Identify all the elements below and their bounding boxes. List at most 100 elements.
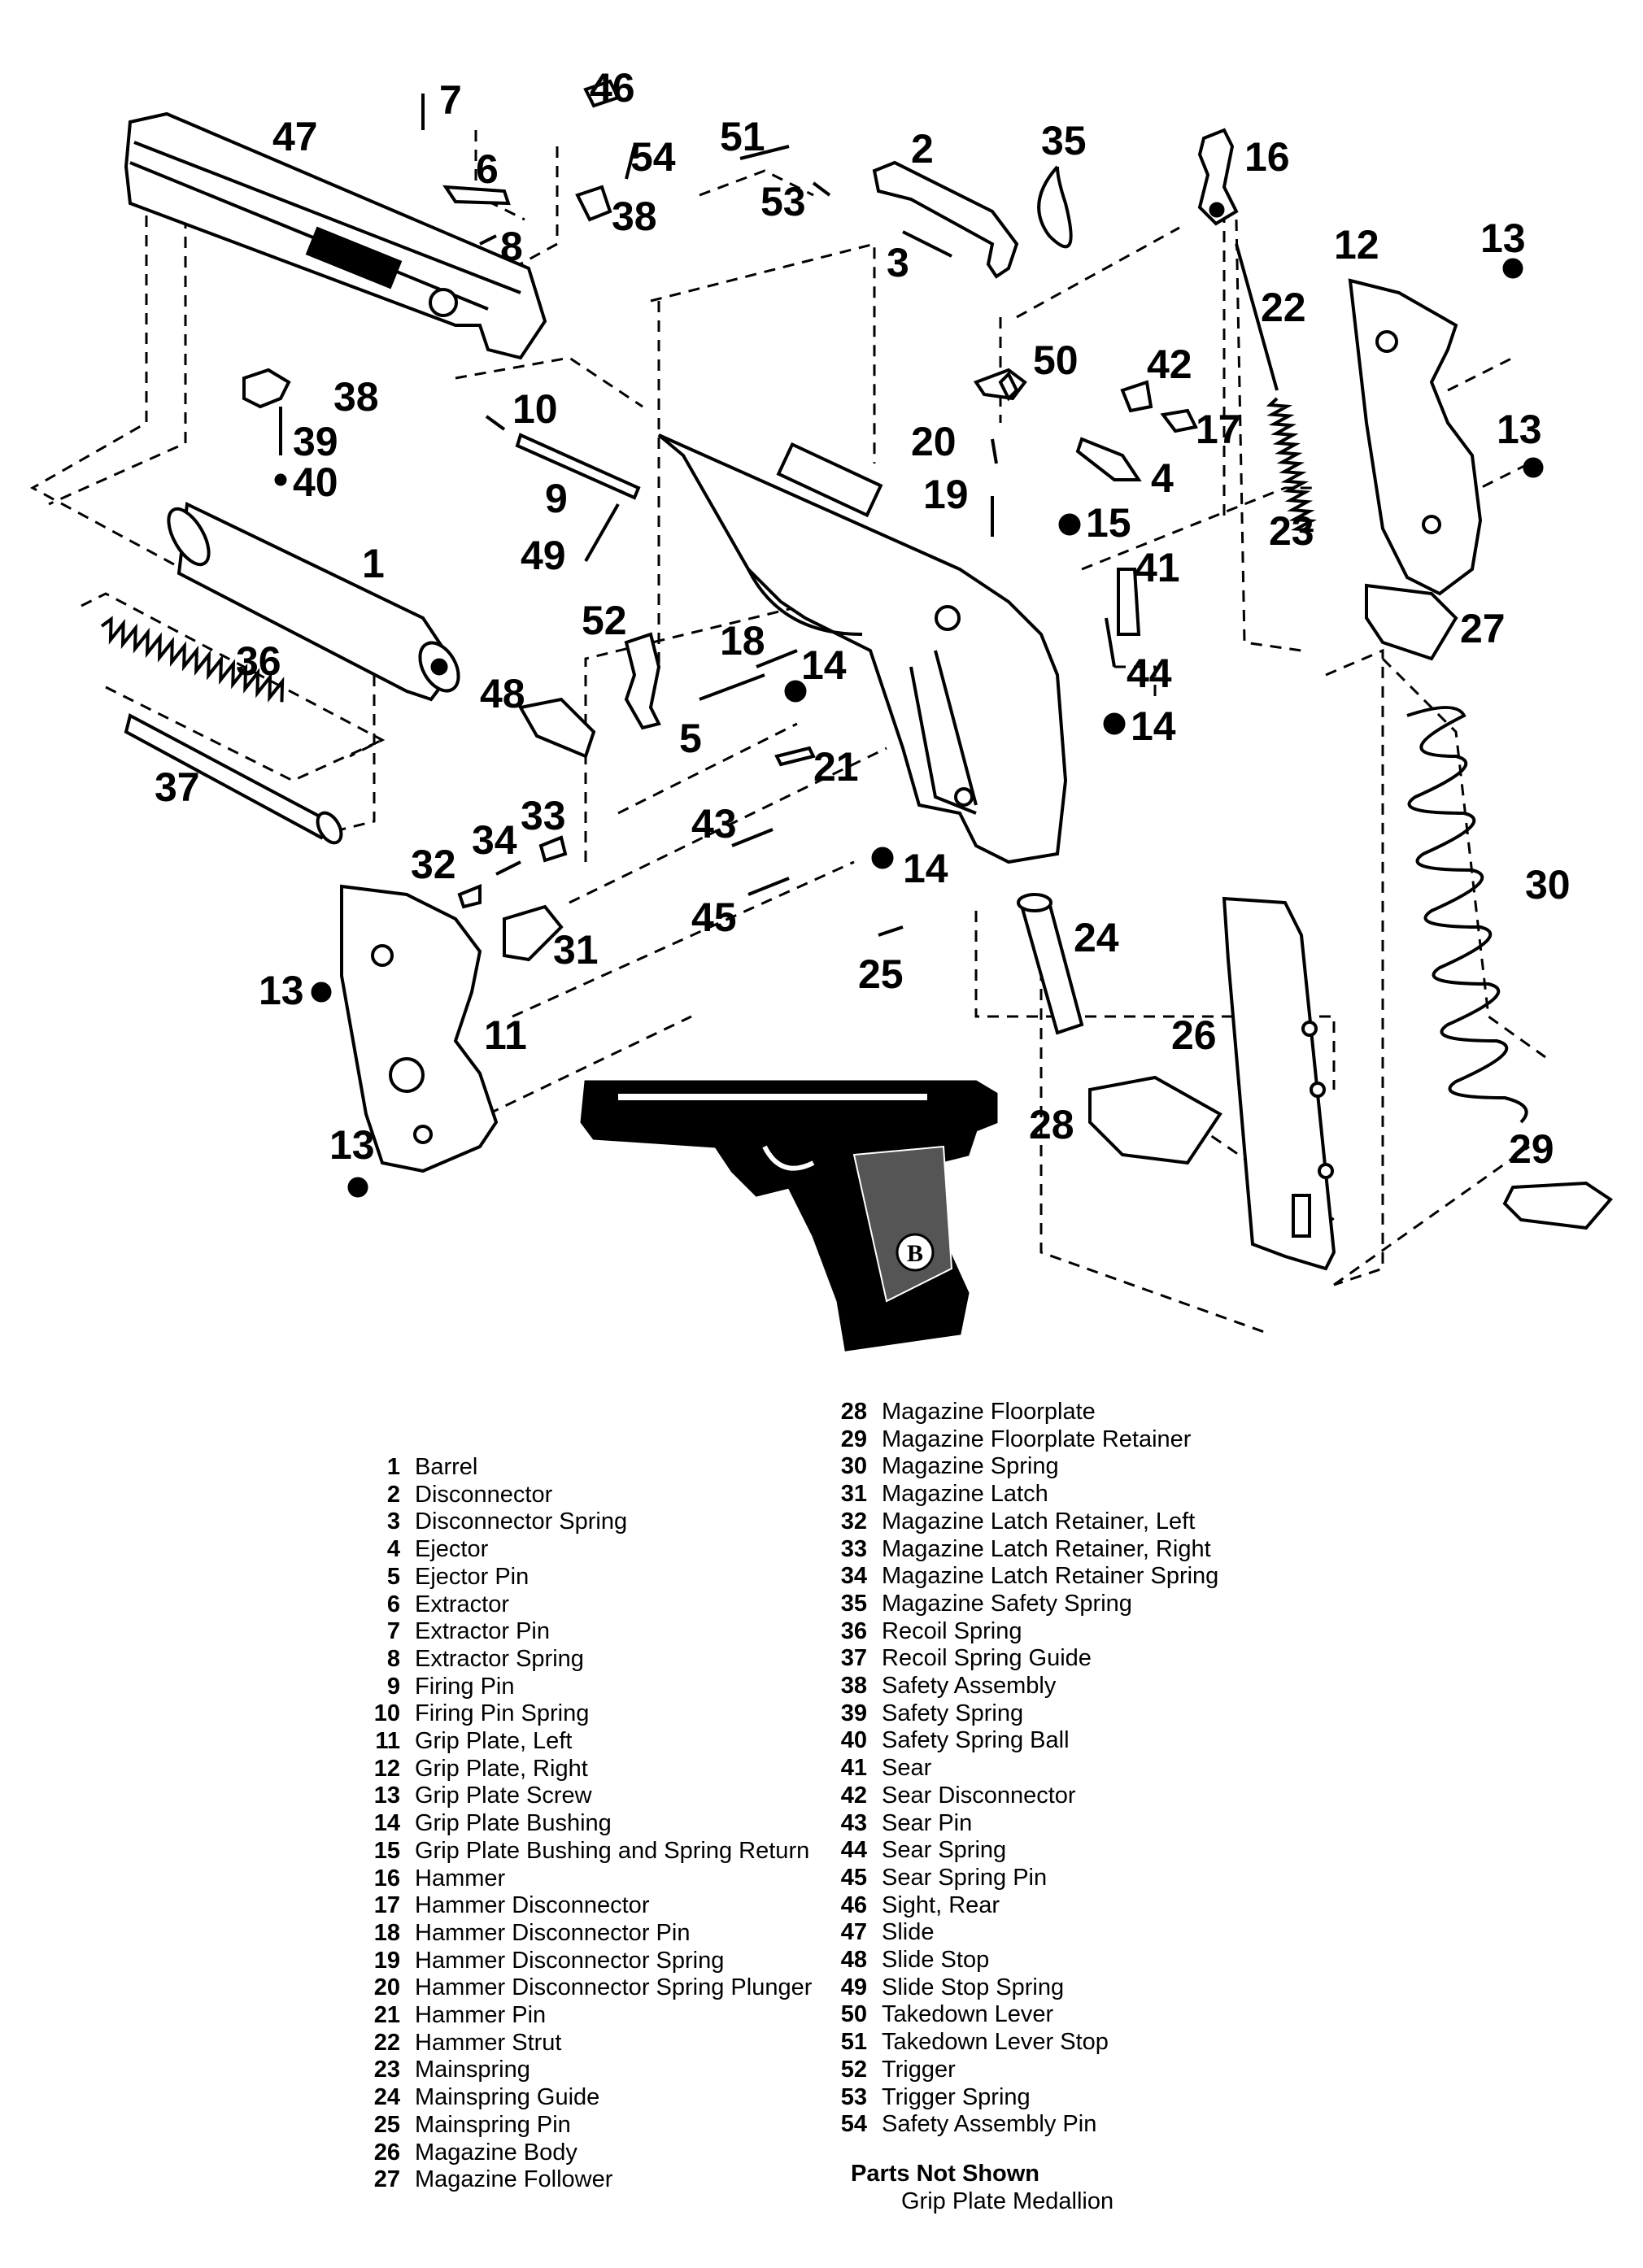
callout-38b: 38 — [333, 374, 379, 420]
part-name: Grip Plate, Left — [415, 1728, 573, 1755]
part-name: Hammer Disconnector Spring Plunger — [415, 1974, 813, 2001]
callout-36: 36 — [236, 638, 281, 684]
part-number: 27 — [373, 2166, 400, 2193]
parts-not-shown-heading: Parts Not Shown — [851, 2161, 1040, 2187]
part-number: 38 — [840, 1673, 867, 1700]
callout-4: 4 — [1151, 455, 1174, 501]
part-name: Mainspring Guide — [415, 2084, 600, 2111]
parts-list-row: 44 Sear Spring — [831, 1837, 1352, 1865]
parts-list-row: 12 Grip Plate, Right — [364, 1756, 820, 1783]
part-name: Safety Spring Ball — [882, 1727, 1070, 1754]
part-name: Slide — [882, 1919, 935, 1946]
callout-32: 32 — [411, 842, 456, 887]
callout-13c: 13 — [259, 968, 304, 1013]
callout-1: 1 — [362, 541, 385, 586]
parts-list-row: 47 Slide — [831, 1919, 1352, 1947]
callout-7: 7 — [439, 77, 462, 123]
part-number: 44 — [840, 1837, 867, 1864]
part-number: 28 — [840, 1399, 867, 1425]
part-name: Magazine Latch — [882, 1481, 1048, 1508]
callout-18: 18 — [720, 618, 765, 664]
parts-list-row: 6 Extractor — [364, 1591, 820, 1619]
callout-13b: 13 — [1497, 407, 1542, 452]
part-number: 47 — [840, 1919, 867, 1946]
part-number: 41 — [840, 1755, 867, 1782]
callout-labels: 7 46 47 54 51 2 35 16 6 53 38 8 3 12 13 … — [155, 65, 1571, 1172]
callout-9: 9 — [545, 476, 568, 521]
parts-list-row: 52 Trigger — [831, 2057, 1352, 2084]
part-name: Safety Spring — [882, 1700, 1024, 1726]
part-name: Sear Spring — [882, 1837, 1007, 1864]
part-name: Trigger — [882, 2056, 956, 2083]
part-number: 19 — [373, 1947, 400, 1974]
part-number: 17 — [373, 1892, 400, 1919]
part-number: 49 — [840, 1974, 867, 2000]
part-number: 25 — [373, 2111, 400, 2138]
part-name: Magazine Safety Spring — [882, 1590, 1132, 1617]
exploded-parts-diagram: B 7 46 47 54 51 2 35 16 6 53 38 8 3 12 1… — [29, 65, 1613, 1352]
small-pins-and-springs — [242, 79, 1544, 1198]
part-name: Disconnector — [415, 1481, 553, 1508]
part-number: 22 — [373, 2029, 400, 2056]
part-name: Extractor — [415, 1591, 510, 1617]
part-number: 2 — [386, 1481, 400, 1508]
part-number: 29 — [840, 1426, 867, 1452]
callout-20: 20 — [911, 419, 957, 464]
part-number: 36 — [840, 1617, 867, 1644]
part-name: Grip Plate, Right — [415, 1755, 588, 1782]
callout-38a: 38 — [612, 194, 657, 239]
barrel-part — [167, 501, 460, 702]
callout-14a: 14 — [801, 642, 847, 688]
callout-50: 50 — [1033, 337, 1079, 383]
callout-16: 16 — [1244, 134, 1290, 180]
part-name: Magazine Floorplate — [882, 1399, 1096, 1425]
part-number: 6 — [386, 1591, 400, 1617]
recoil-spring-guide-part — [124, 713, 343, 845]
part-name: Ejector — [415, 1536, 489, 1563]
callout-52: 52 — [582, 598, 627, 643]
part-name: Grip Plate Bushing and Spring Return — [415, 1837, 810, 1864]
part-name: Grip Plate Screw — [415, 1783, 592, 1809]
callout-30: 30 — [1525, 862, 1571, 908]
part-number: 46 — [840, 1891, 867, 1918]
magazine-follower-part — [1365, 583, 1458, 661]
recoil-spring-part — [100, 616, 285, 703]
callout-14c: 14 — [903, 846, 948, 891]
parts-not-shown-item: Grip Plate Medallion — [901, 2188, 1114, 2214]
callout-46: 46 — [590, 65, 635, 111]
part-name: Extractor Pin — [415, 1618, 550, 1645]
slide-part — [124, 111, 547, 360]
part-number: 34 — [840, 1563, 867, 1590]
part-number: 52 — [840, 2056, 867, 2083]
parts-not-shown: Parts Not Shown Grip Plate Medallion — [851, 2160, 1113, 2215]
callout-11: 11 — [484, 1012, 527, 1058]
callout-6: 6 — [476, 146, 499, 192]
part-name: Takedown Lever — [882, 2001, 1054, 2028]
callout-14b: 14 — [1131, 703, 1176, 749]
part-number: 23 — [373, 2057, 400, 2083]
part-number: 12 — [373, 1755, 400, 1782]
part-name: Firing Pin — [415, 1673, 515, 1700]
part-number: 1 — [386, 1454, 400, 1480]
callout-49: 49 — [521, 533, 566, 578]
parts-list-row: 28 Magazine Floorplate — [831, 1399, 1352, 1426]
